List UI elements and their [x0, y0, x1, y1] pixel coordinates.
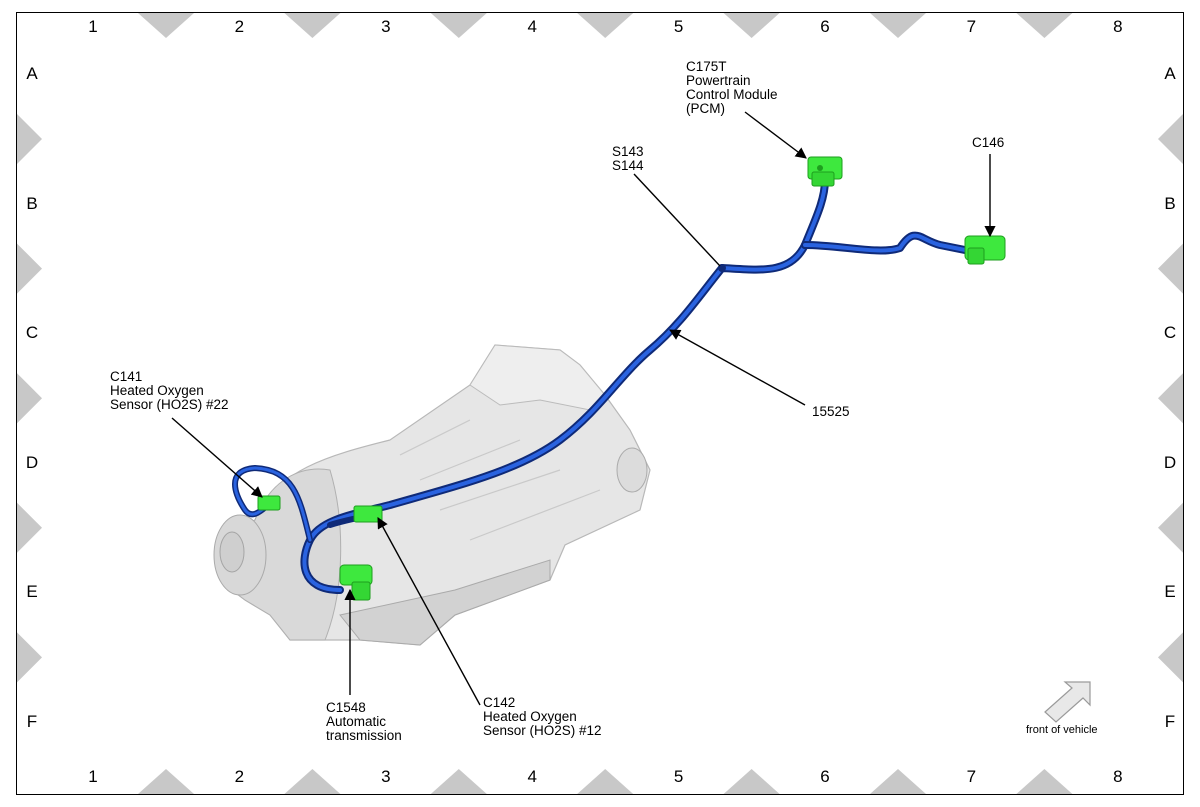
- frame-triangle-bottom: [870, 769, 926, 794]
- label-front-of-vehicle: front of vehicle: [1026, 724, 1098, 736]
- grid-column-top-1: 1: [88, 17, 98, 36]
- frame-triangle-bottom: [1016, 769, 1073, 794]
- grid-column-bottom-2: 2: [234, 767, 245, 786]
- grid-column-top-5: 5: [673, 17, 684, 36]
- frame-triangle-top: [1016, 13, 1073, 38]
- frame-triangle-bottom: [284, 769, 341, 794]
- grid-row-right-e: E: [1164, 582, 1176, 602]
- leader-c141: [171, 417, 263, 498]
- grid-row-left-f: F: [26, 712, 38, 731]
- grid-column-top-2: 2: [234, 17, 245, 36]
- frame-triangle-right: [1158, 502, 1183, 553]
- grid-column-top-3: 3: [381, 17, 391, 36]
- leader-c142: [377, 517, 481, 706]
- grid-column-bottom-3: 3: [381, 767, 391, 786]
- frame-triangle-top: [138, 13, 194, 38]
- front-of-vehicle-arrow-icon: [1044, 681, 1091, 723]
- frame-triangle-bottom: [723, 769, 780, 794]
- grid-row-right-b: B: [1164, 193, 1176, 213]
- label-harness-15525: 15525: [812, 404, 850, 419]
- frame-triangle-left: [17, 502, 42, 553]
- leader-15525: [669, 329, 806, 406]
- transmission-input-shaft: [219, 531, 245, 573]
- frame-triangle-bottom: [138, 769, 194, 794]
- leader-s143: [633, 173, 721, 267]
- grid-column-bottom-8: 8: [1113, 767, 1123, 786]
- grid-triangles: [17, 13, 1183, 794]
- connector-c142: [353, 505, 383, 523]
- harness-branch-c141-highlight: [233, 466, 312, 542]
- grid-column-bottom-1: 1: [88, 767, 98, 786]
- transmission-oil-pan: [339, 559, 551, 646]
- connector-c141: [257, 495, 281, 511]
- grid-column-bottom-7: 7: [966, 767, 977, 786]
- frame-triangle-top: [284, 13, 341, 38]
- transmission-rear-mount: [616, 447, 648, 493]
- grid-column-bottom-4: 4: [527, 767, 537, 786]
- label-s143-s144: S143 S144: [612, 144, 644, 173]
- label-c1548: C1548 Automatic transmission: [326, 700, 402, 743]
- leader-lines: [171, 111, 996, 706]
- grid-row-left-a: A: [26, 64, 38, 83]
- grid-column-top-8: 8: [1113, 17, 1123, 36]
- transmission-ribs: [399, 419, 601, 541]
- frame-triangle-right: [1158, 243, 1183, 294]
- grid-row-right-d: D: [1163, 452, 1177, 472]
- grid-column-top-4: 4: [527, 17, 537, 36]
- grid-row-left-e: E: [26, 582, 38, 602]
- grid-row-right-c: C: [1163, 323, 1177, 343]
- frame-triangle-right: [1158, 114, 1183, 164]
- harness-branch-c146-highlight: [803, 233, 977, 254]
- wiring-harness-15525: [232, 176, 979, 594]
- label-c141: C141 Heated Oxygen Sensor (HO2S) #22: [110, 369, 229, 412]
- frame-triangle-left: [17, 243, 42, 294]
- leader-c175t: [744, 111, 807, 159]
- label-c142: C142 Heated Oxygen Sensor (HO2S) #12: [483, 695, 602, 738]
- grid-column-top-7: 7: [966, 17, 977, 36]
- grid-column-top-6: 6: [820, 17, 830, 36]
- frame-triangle-right: [1158, 632, 1183, 683]
- grid-row-right-a: A: [1164, 64, 1176, 83]
- frame-triangle-top: [870, 13, 926, 38]
- frame-triangle-bottom: [430, 769, 487, 794]
- label-c146: C146: [972, 135, 1005, 150]
- grid-row-right-f: F: [1164, 712, 1176, 731]
- grid-column-bottom-6: 6: [820, 767, 830, 786]
- grid-row-left-d: D: [25, 452, 39, 472]
- grid-row-left-c: C: [25, 323, 39, 343]
- frame-triangle-left: [17, 114, 42, 164]
- connector-c175t: [807, 156, 843, 187]
- frame-triangle-top: [723, 13, 780, 38]
- label-c175t: C175T Powertrain Control Module (PCM): [686, 59, 778, 116]
- grid-column-bottom-5: 5: [673, 767, 684, 786]
- frame-triangle-right: [1158, 373, 1183, 424]
- connectors: [257, 156, 1006, 601]
- frame-triangle-bottom: [577, 769, 634, 794]
- frame-triangle-top: [430, 13, 487, 38]
- grid-row-left-b: B: [26, 193, 38, 213]
- frame-triangle-top: [577, 13, 634, 38]
- frame-triangle-left: [17, 373, 42, 424]
- transmission-bell-housing: [214, 468, 342, 641]
- connector-c1548: [339, 564, 373, 601]
- frame-triangle-left: [17, 632, 42, 683]
- connector-c146: [964, 235, 1006, 265]
